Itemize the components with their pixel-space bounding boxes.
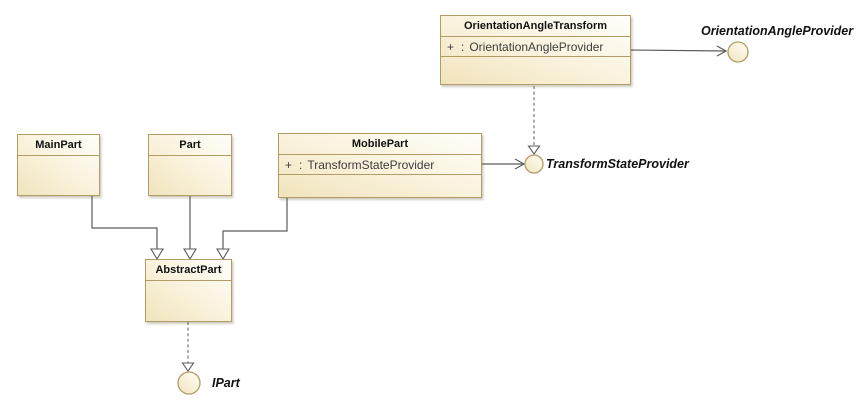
label-transformstateprovider: TransformStateProvider (546, 157, 689, 171)
class-name: OrientationAngleTransform (441, 16, 630, 37)
class-orientationangletransform[interactable]: OrientationAngleTransform + : Orientatio… (440, 15, 631, 85)
attribute-row[interactable]: + : TransformStateProvider (285, 158, 434, 172)
class-attributes-compartment: + : TransformStateProvider (279, 155, 481, 175)
class-body-compartment (146, 281, 231, 321)
lollipop-ipart[interactable] (177, 371, 201, 395)
class-part[interactable]: Part (148, 134, 232, 196)
class-abstractpart[interactable]: AbstractPart (145, 259, 232, 322)
label-ipart: IPart (212, 376, 240, 390)
class-operations-compartment (441, 57, 630, 84)
edge-oat-to-oap[interactable] (630, 45, 728, 57)
class-mainpart[interactable]: MainPart (17, 134, 100, 196)
class-body-compartment (149, 156, 231, 195)
attribute-type: TransformStateProvider (307, 157, 435, 172)
attribute-visibility: + (285, 157, 293, 172)
edge-abstractpart-to-ipart[interactable] (181, 322, 195, 372)
attribute-separator: : (461, 39, 465, 54)
class-mobilepart[interactable]: MobilePart + : TransformStateProvider (278, 133, 482, 198)
class-body-compartment (18, 156, 99, 195)
class-name: MainPart (18, 135, 99, 156)
attribute-visibility: + (447, 39, 455, 54)
edge-oat-to-tsp[interactable] (527, 86, 541, 155)
lollipop-transformstateprovider[interactable] (524, 154, 544, 174)
class-name: Part (149, 135, 231, 156)
class-name: MobilePart (279, 134, 481, 155)
lollipop-orientationangleprovider[interactable] (727, 41, 749, 63)
class-attributes-compartment: + : OrientationAngleProvider (441, 37, 630, 57)
edge-mainpart-to-abstractpart[interactable] (91, 196, 164, 261)
attribute-type: OrientationAngleProvider (469, 39, 604, 54)
class-operations-compartment (279, 175, 481, 197)
attribute-row[interactable]: + : OrientationAngleProvider (447, 40, 603, 54)
edge-mobilepart-to-abstractpart[interactable] (216, 198, 288, 261)
label-orientationangleprovider: OrientationAngleProvider (701, 24, 854, 38)
edge-part-to-abstractpart[interactable] (183, 196, 197, 261)
class-name: AbstractPart (146, 260, 231, 281)
attribute-separator: : (299, 157, 303, 172)
edge-mobilepart-to-tsp[interactable] (482, 158, 526, 170)
